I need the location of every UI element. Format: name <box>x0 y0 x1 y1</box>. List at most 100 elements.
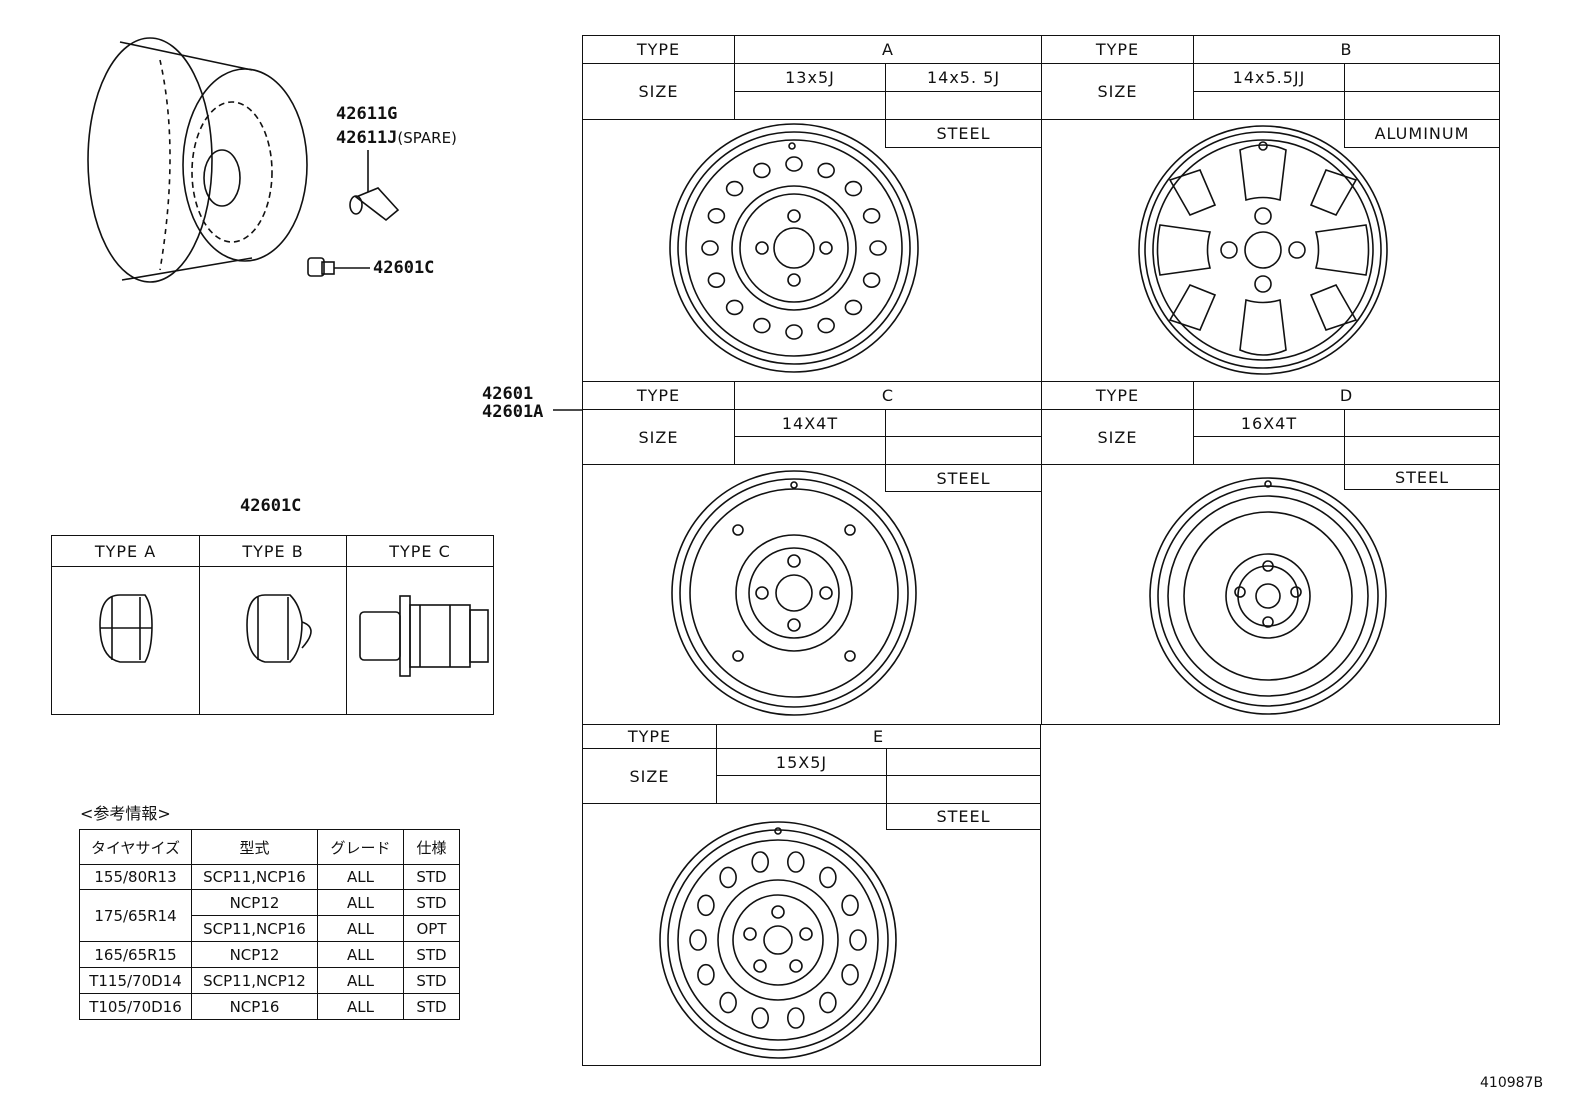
spare-note: (SPARE) <box>397 129 457 147</box>
wheel-d-material: STEEL <box>1344 464 1500 490</box>
small-nut-drawing <box>307 257 370 277</box>
wheel-hole <box>719 991 737 1014</box>
ref-cell: ALL <box>317 967 404 994</box>
wheel-a-size-label: SIZE <box>582 63 735 120</box>
ref-cell: 165/65R15 <box>79 941 192 968</box>
ref-cell: STD <box>403 941 460 968</box>
ref-cell: NCP12 <box>191 941 318 968</box>
wheel-hole <box>819 866 837 889</box>
wheel-b-drawing <box>1138 125 1388 375</box>
ref-cell: ALL <box>317 889 404 916</box>
wheel-hole <box>862 272 881 288</box>
wheel-a-type-value: A <box>734 35 1042 64</box>
wheel-c-material: STEEL <box>885 464 1042 492</box>
wheel-e-type-value: E <box>716 724 1041 749</box>
ref-header-model: 型式 <box>191 829 318 865</box>
wheel-hole <box>707 208 726 224</box>
wheel-hole <box>785 156 803 172</box>
part-label-42601a: 42601A <box>482 402 544 422</box>
wheel-a-type-label: TYPE <box>582 35 735 64</box>
nut-type-b-drawing <box>246 594 312 663</box>
part-label-42601: 42601 <box>482 384 534 404</box>
nut-type-a-header: TYPE A <box>51 535 200 567</box>
ref-cell: SCP11,NCP16 <box>191 864 318 890</box>
ref-cell: NCP12 <box>191 889 318 916</box>
wheel-hole <box>817 317 835 334</box>
wheel-hole <box>701 240 719 256</box>
nut-type-c-drawing <box>359 595 489 677</box>
nut-table-divider-1 <box>199 566 200 715</box>
nut-table-title: 42601C <box>240 496 302 516</box>
wheel-hole <box>707 272 726 288</box>
wheel-b-size-4 <box>1344 91 1500 120</box>
ref-cell: ALL <box>317 941 404 968</box>
wheel-hole <box>689 929 707 951</box>
wheel-hole <box>751 1007 769 1029</box>
nut-type-c-header: TYPE C <box>346 535 494 567</box>
wheel-b-size-2 <box>1344 63 1500 92</box>
wheel-d-type-label: TYPE <box>1041 381 1194 410</box>
wheel-b-material: ALUMINUM <box>1344 119 1500 148</box>
nut-table-divider-2 <box>346 566 347 715</box>
wheel-a-drawing <box>669 123 919 373</box>
part-number-42611j: 42611J <box>336 128 398 148</box>
ref-header-tire-size: タイヤサイズ <box>79 829 192 865</box>
wheel-hole <box>753 317 771 334</box>
wheel-hole <box>841 963 859 986</box>
wheel-hole <box>725 180 744 197</box>
wheel-e-material: STEEL <box>886 803 1041 830</box>
ref-header-grade: グレード <box>317 829 404 865</box>
wheel-hole <box>787 1007 805 1029</box>
wheel-b-type-label: TYPE <box>1041 35 1194 64</box>
wheel-c-drawing <box>671 470 917 716</box>
wheel-hole <box>849 929 867 951</box>
ref-cell: ALL <box>317 864 404 890</box>
wheel-e-size-4 <box>886 775 1041 804</box>
wheel-hole <box>844 180 863 197</box>
ref-header-spec: 仕様 <box>403 829 460 865</box>
wheel-hole <box>869 240 887 256</box>
wheel-a-size-3 <box>734 91 886 120</box>
wheel-hole <box>697 963 715 986</box>
wheel-hole <box>753 162 771 179</box>
wheel-hole <box>862 208 881 224</box>
wheel-c-size-3 <box>734 436 886 465</box>
figure-id: 410987B <box>1480 1075 1544 1091</box>
ref-cell: 175/65R14 <box>79 889 192 942</box>
ref-cell: STD <box>403 864 460 890</box>
wheel-e-drawing <box>659 821 897 1059</box>
ref-cell: T115/70D14 <box>79 967 192 994</box>
ref-cell: STD <box>403 889 460 916</box>
wheel-d-drawing <box>1149 477 1387 715</box>
nut-type-a-drawing <box>99 594 153 663</box>
wheel-hole <box>819 991 837 1014</box>
wheel-hole <box>751 851 769 873</box>
nut-type-b-header: TYPE B <box>199 535 347 567</box>
wheel-hole <box>725 299 744 316</box>
wheel-e-size-label: SIZE <box>582 748 717 804</box>
ref-cell: NCP16 <box>191 993 318 1020</box>
wheel-b-size-1: 14x5.5JJ <box>1193 63 1345 92</box>
wheel-e-type-label: TYPE <box>582 724 717 749</box>
part-label-42611j: 42611J(SPARE) <box>336 128 457 148</box>
wheel-hole <box>785 324 803 340</box>
wheel-a-material: STEEL <box>885 119 1042 148</box>
ref-cell: T105/70D16 <box>79 993 192 1020</box>
wheel-hole <box>841 894 859 917</box>
wheel-hole <box>719 866 737 889</box>
wheel-d-size-label: SIZE <box>1041 409 1194 465</box>
wheel-a-size-1: 13x5J <box>734 63 886 92</box>
ref-cell: SCP11,NCP12 <box>191 967 318 994</box>
wheel-hole <box>697 894 715 917</box>
ref-cell: STD <box>403 993 460 1020</box>
wheel-hole <box>844 299 863 316</box>
ref-cell: STD <box>403 967 460 994</box>
wheel-c-size-label: SIZE <box>582 409 735 465</box>
wheel-c-type-label: TYPE <box>582 381 735 410</box>
part-label-42611g: 42611G <box>336 104 398 124</box>
wheel-hole <box>817 162 835 179</box>
ref-cell: ALL <box>317 915 404 942</box>
reference-heading: <参考情報> <box>80 804 171 823</box>
